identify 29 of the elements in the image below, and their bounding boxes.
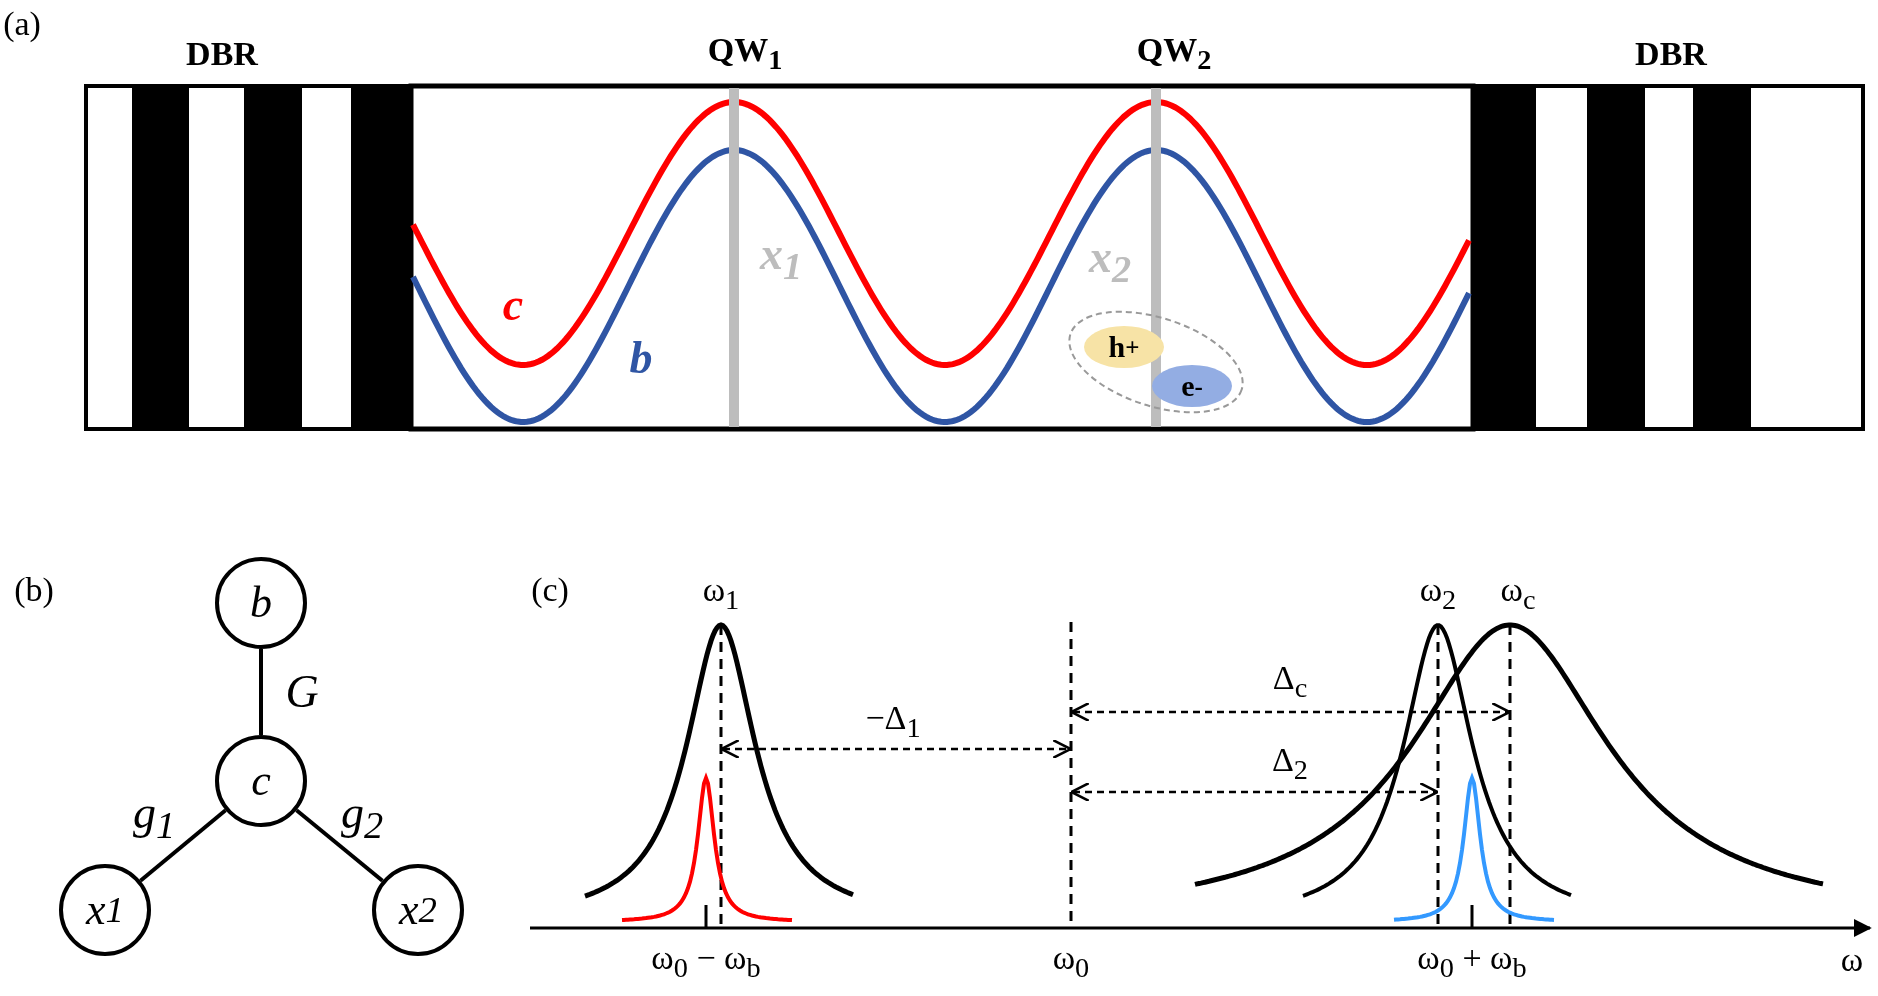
axis-tick-label: ω$_{0}$ + ω$_{b}$ xyxy=(1417,941,1527,983)
detuning-label: −Δ$_{1}$ xyxy=(865,701,921,743)
connector-line xyxy=(259,649,263,735)
mirror-label: DBR xyxy=(1635,37,1707,71)
well-label: QW$_{1}$ xyxy=(707,33,783,75)
mirror-label: DBR xyxy=(186,37,258,71)
detuning-label: Δ$_{2}$ xyxy=(1272,743,1308,785)
mode-circle: b xyxy=(215,557,307,649)
mode-circle: c xyxy=(215,735,307,827)
axis-tick-label: ω$_{0}$ − ω$_{b}$ xyxy=(651,941,761,983)
frequency-label: ω$_{c}$ xyxy=(1500,573,1536,615)
connector-line xyxy=(139,808,227,883)
mode-label: c xyxy=(502,282,524,328)
axis-tick-label: ω$_{0}$ xyxy=(1052,941,1090,983)
axis-label: ω xyxy=(1840,943,1864,977)
edge-label: G xyxy=(285,669,319,715)
edge-label: g$_{2}$ xyxy=(340,789,384,845)
frequency-label: ω$_{2}$ xyxy=(1419,573,1457,615)
mode-label: b xyxy=(629,335,653,381)
exciton-label: x$_{2}$ xyxy=(1088,233,1132,289)
edge-label: g$_{1}$ xyxy=(132,789,176,845)
connector-line xyxy=(295,808,384,883)
well-label: QW$_{2}$ xyxy=(1136,33,1212,75)
exciton-label: x$_{1}$ xyxy=(759,230,803,286)
detuning-label: Δ$_{c}$ xyxy=(1272,661,1308,703)
panel-label: (c) xyxy=(531,573,569,607)
panel-label: (b) xyxy=(14,573,54,607)
panel-label: (a) xyxy=(3,7,41,41)
frequency-label: ω$_{1}$ xyxy=(702,573,740,615)
